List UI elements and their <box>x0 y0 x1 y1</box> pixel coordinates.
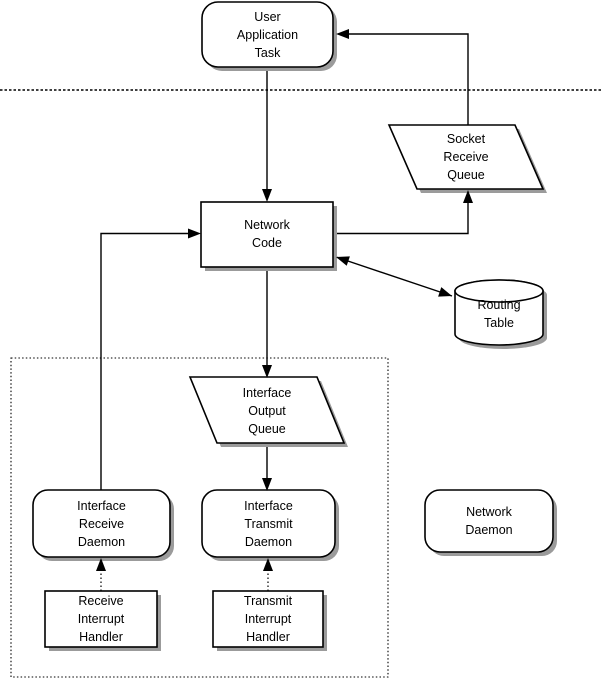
network-code-node <box>200 201 334 268</box>
interface-receive-daemon-node <box>32 489 171 558</box>
arrowhead-into-networkcode-left <box>188 228 201 239</box>
interface-transmit-daemon-node <box>201 489 336 558</box>
edge-networkcode-routingtable <box>335 256 453 297</box>
routing-table-top <box>454 279 544 303</box>
arrowhead-into-receivedaemon-bottom <box>96 558 106 571</box>
dotted-boundary-box <box>10 357 389 678</box>
arrowhead-into-outputqueue-top <box>262 365 272 378</box>
arrowhead-into-transmitdaemon-bottom <box>263 558 273 571</box>
arrowhead-into-networkcode-corner <box>336 256 350 266</box>
socket-receive-queue-node <box>387 124 545 190</box>
user-application-task-node <box>201 1 334 68</box>
arrowhead-into-userapp-right <box>336 29 349 39</box>
interface-output-queue-node <box>188 376 346 444</box>
arrowhead-into-socketqueue-bottom <box>463 190 473 203</box>
edge-receivedaemon-to-networkcode <box>100 232 189 490</box>
receive-interrupt-handler-node <box>44 590 158 648</box>
arrowhead-into-transmitdaemon-top <box>262 478 272 491</box>
edge-networkcode-to-socketqueue <box>333 203 469 235</box>
edge-socketqueue-to-userapp <box>348 33 469 125</box>
arrowhead-into-networkcode-top <box>262 189 272 202</box>
network-daemon-node <box>424 489 554 553</box>
transmit-interrupt-handler-node <box>212 590 324 648</box>
arrowhead-into-routingtable-left <box>438 287 452 297</box>
